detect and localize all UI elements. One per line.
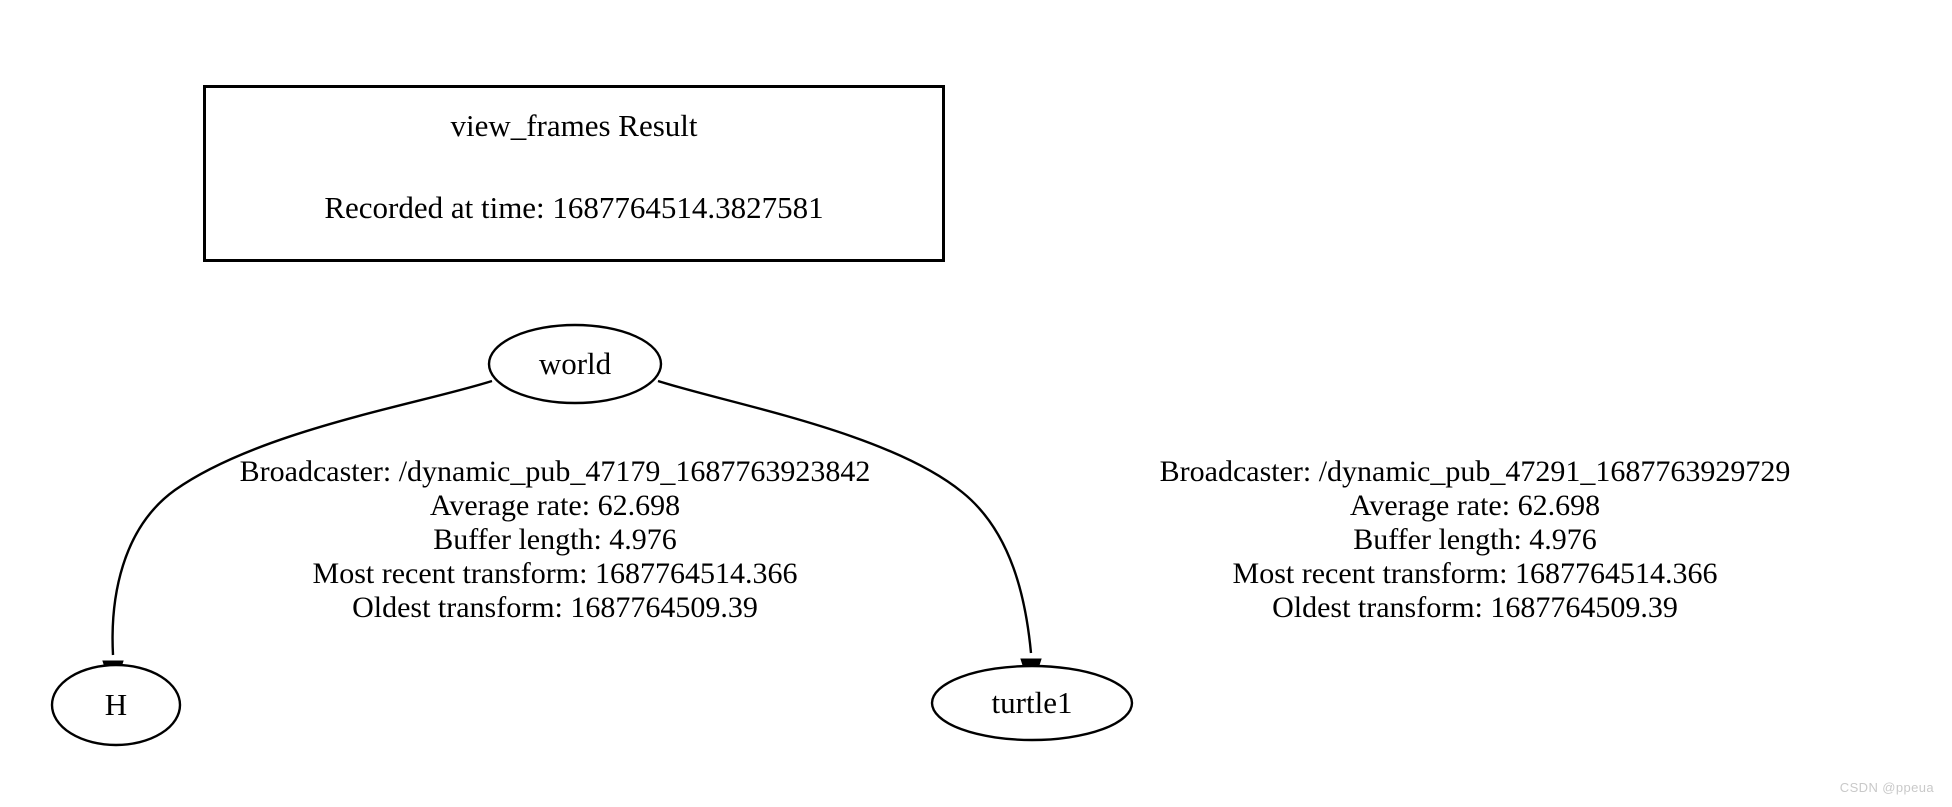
edge-label-world-to-h: Broadcaster: /dynamic_pub_47179_16877639… — [105, 455, 1005, 625]
edge-label-average-rate: Average rate: 62.698 — [1349, 489, 1601, 522]
result-box-recorded-at: Recorded at time: 1687764514.3827581 — [324, 190, 824, 225]
node-world[interactable] — [487, 323, 663, 405]
result-box-title: view_frames Result — [450, 108, 698, 143]
edge-label-average-rate: Average rate: 62.698 — [429, 489, 681, 522]
edge-label-world-to-turtle1: Broadcaster: /dynamic_pub_47291_16877639… — [1015, 455, 1935, 625]
edge-label-oldest-transform: Oldest transform: 1687764509.39 — [352, 591, 758, 624]
edge-label-buffer-length: Buffer length: 4.976 — [433, 523, 677, 556]
edge-label-most-recent-transform: Most recent transform: 1687764514.366 — [1232, 557, 1718, 590]
watermark: CSDN @ppeua — [1839, 780, 1934, 795]
node-label-turtle1: turtle1 — [991, 685, 1073, 720]
view-frames-result-box: view_frames Result Recorded at time: 168… — [203, 85, 945, 262]
edge-path-world-to-turtle1 — [657, 379, 1033, 654]
edge-path-world-to-h — [111, 379, 493, 656]
edge-label-most-recent-transform: Most recent transform: 1687764514.366 — [312, 557, 798, 590]
edge-label-oldest-transform: Oldest transform: 1687764509.39 — [1272, 591, 1678, 624]
edge-label-broadcaster: Broadcaster: /dynamic_pub_47291_16877639… — [1159, 455, 1791, 488]
node-label-world: world — [538, 346, 612, 381]
edge-label-broadcaster: Broadcaster: /dynamic_pub_47179_16877639… — [239, 455, 871, 488]
node-label-h: H — [104, 687, 128, 722]
edge-label-buffer-length: Buffer length: 4.976 — [1353, 523, 1597, 556]
node-h[interactable] — [50, 663, 182, 747]
node-turtle1[interactable] — [930, 664, 1134, 742]
